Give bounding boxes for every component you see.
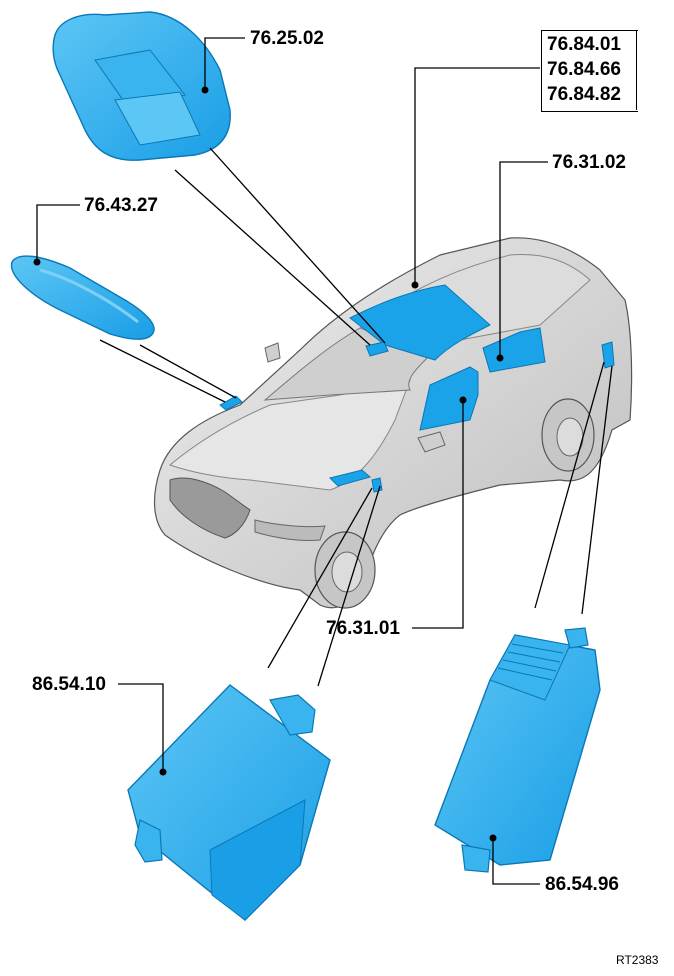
module-left-bracket-top (269, 694, 316, 736)
callout-sunroof-bracket-right (636, 30, 637, 110)
callout-sunroof-2: 76.84.66 (547, 59, 621, 80)
projection-interior-lamp-b (209, 147, 386, 344)
side-vent-body (10, 255, 155, 340)
dot-module-right (489, 834, 497, 842)
interior-lamp-recess (114, 91, 201, 146)
module-left-bracket-bottom (134, 819, 163, 863)
callout-interior-lamp: 76.25.02 (250, 28, 324, 49)
dot-sunroof (411, 281, 419, 289)
callout-sunroof-1: 76.84.01 (547, 34, 621, 55)
dot-side-vent (33, 258, 41, 266)
bonnet-vent-highlight (219, 395, 243, 411)
callout-sunroof-3: 76.84.82 (547, 84, 621, 105)
callout-rear-door-glass: 76.31.02 (552, 152, 626, 173)
projection-module-left-a (267, 487, 373, 669)
side-vent-part (10, 255, 155, 340)
projection-module-right-b (581, 365, 613, 615)
module-left-connector-face (209, 799, 306, 921)
leader-sunroof (414, 67, 540, 285)
module-right-bracket-top (564, 627, 589, 649)
dot-interior-lamp (201, 86, 209, 94)
module-right-fins (497, 643, 564, 681)
leader-module-right (492, 838, 540, 885)
module-left-part (127, 684, 331, 921)
fender-vent-highlight (329, 469, 372, 487)
callout-module-left: 86.54.10 (32, 674, 106, 695)
vehicle-mirror (417, 431, 446, 453)
leader-module-left (118, 683, 164, 772)
vehicle-mirror-left (264, 342, 281, 363)
vehicle-bonnet (169, 379, 411, 491)
vehicle (153, 237, 633, 609)
sunroof-highlight (349, 284, 491, 361)
leader-lines (36, 37, 613, 885)
callout-front-door-glass: 76.31.01 (326, 618, 400, 639)
callout-sunroof-bracket (541, 30, 638, 112)
projection-side-vent-b (139, 344, 237, 399)
interior-lamp-highlight (365, 341, 389, 357)
leader-front-door-glass (412, 400, 464, 629)
leader-rear-door-glass (499, 161, 548, 358)
leader-interior-lamp (204, 37, 245, 90)
callout-module-right: 86.54.96 (545, 874, 619, 895)
projection-interior-lamp-a (174, 169, 371, 346)
dot-module-left (159, 768, 167, 776)
side-vent-slot (39, 268, 139, 324)
projection-module-left-b (317, 485, 381, 687)
dot-front-door-glass (459, 396, 467, 404)
module-left-location-highlight (371, 477, 383, 493)
leader-dots (33, 86, 504, 842)
interior-lamp-part (52, 11, 231, 161)
vehicle-headlamp (254, 519, 326, 541)
projection-module-right-a (534, 361, 605, 609)
reference-code: RT2383 (616, 953, 659, 967)
module-right-location-highlight (601, 341, 615, 369)
vehicle-grille (169, 477, 251, 539)
module-right-bracket-bottom (461, 844, 491, 873)
leader-side-vent (36, 204, 80, 262)
module-right-part (434, 627, 601, 873)
projection-side-vent-a (99, 339, 226, 403)
callout-side-vent: 76.43.27 (84, 195, 158, 216)
dot-rear-door-glass (496, 354, 504, 362)
